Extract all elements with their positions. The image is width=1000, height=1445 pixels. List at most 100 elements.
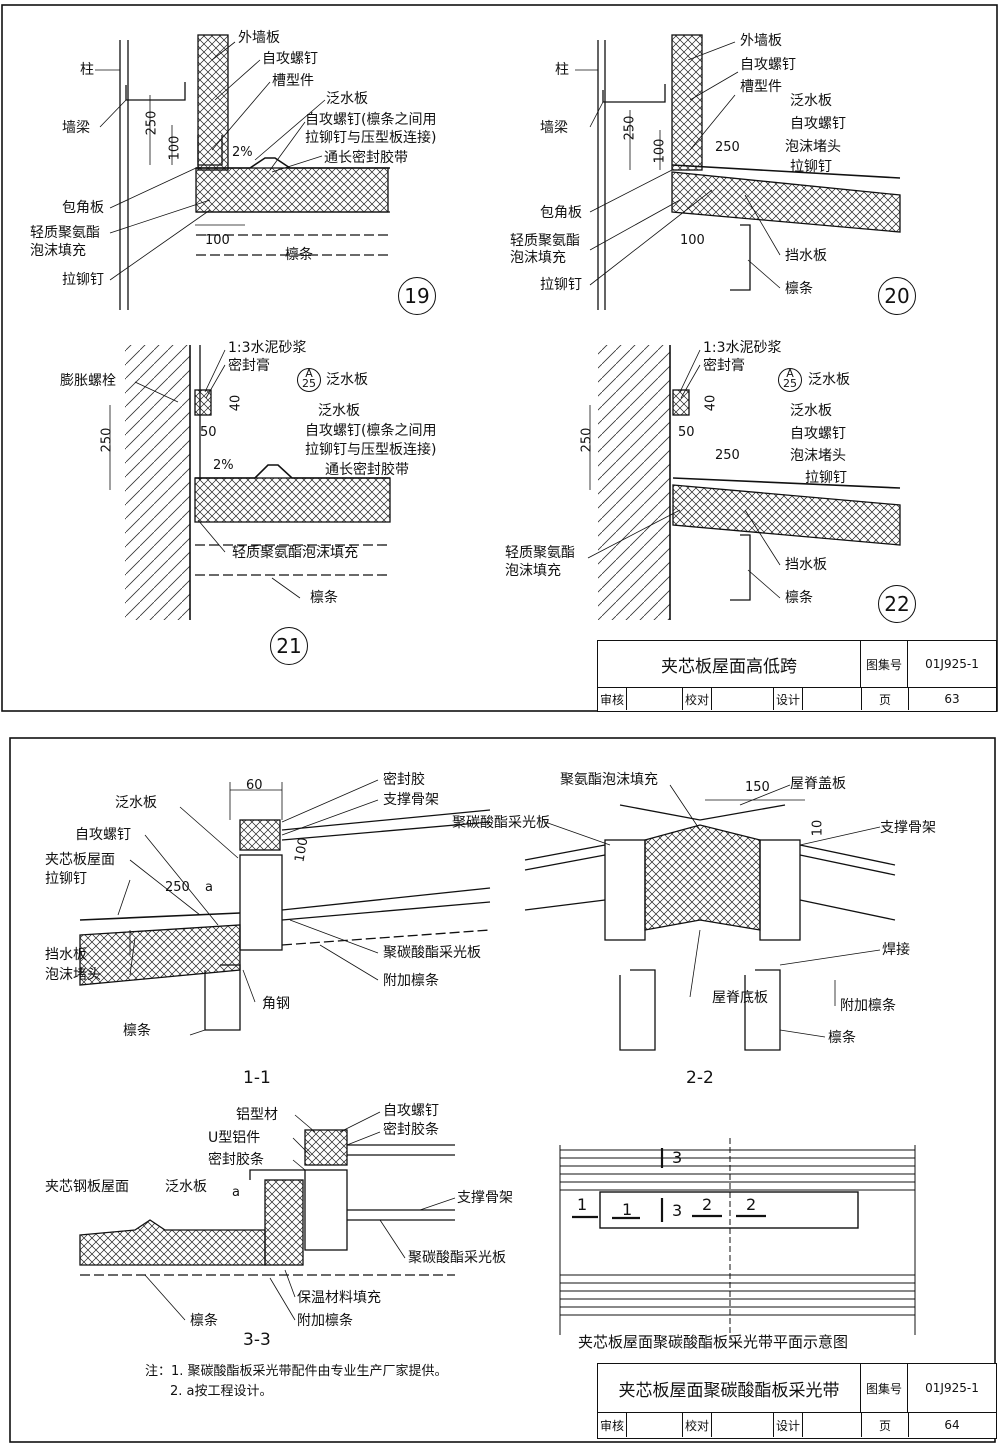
dim-60-11: 60	[246, 778, 263, 793]
dim-100b: 100	[205, 233, 230, 248]
ref-n-22: 25	[783, 377, 797, 390]
label-flashing-11: 泛水板	[115, 795, 157, 811]
detail-19	[119, 34, 390, 310]
dim-40-21: 40	[228, 394, 244, 412]
label-screw-22: 自攻螺钉	[790, 426, 846, 442]
note-2: 2. a按工程设计。	[170, 1384, 273, 1399]
label-rivet-20: 拉铆钉	[540, 277, 582, 293]
label-purlin: 檩条	[285, 247, 313, 263]
label-purlin-33: 檩条	[190, 1313, 218, 1329]
label-pc-33: 聚碳酸酯采光板	[408, 1250, 506, 1266]
title-block-63: 夹芯板屋面高低跨 图集号 01J925-1 审核 校对 设计 页 63	[597, 640, 997, 712]
atlas-number: 01J925-1	[908, 641, 996, 688]
page-number: 63	[944, 692, 960, 706]
section-label-2-2: 2-2	[686, 1068, 714, 1088]
label-beam: 墙梁	[62, 120, 90, 136]
label-column-20: 柱	[555, 62, 569, 78]
sheet2-drawing	[9, 737, 996, 1443]
label-purlin-11: 檩条	[123, 1023, 151, 1039]
sheet-page-64: 密封胶 支撑骨架 泛水板 自攻螺钉 夹芯板屋面 拉铆钉 聚碳酸酯采光板 附加檩条…	[0, 730, 1000, 1445]
section-label-3-3: 3-3	[243, 1330, 271, 1350]
label-column: 柱	[80, 62, 94, 78]
plan-diagram	[559, 1138, 916, 1340]
section-2-2	[524, 799, 896, 1051]
dim-100b-20: 100	[680, 233, 705, 248]
label-sealant-21: 通长密封胶带	[325, 462, 409, 478]
label-rivet: 拉铆钉	[62, 272, 104, 288]
label-support-22: 支撑骨架	[880, 820, 936, 836]
label-rivet-22: 拉铆钉	[805, 470, 847, 486]
label-channel: 槽型件	[272, 73, 314, 89]
detail-number-22: 22	[878, 585, 916, 623]
label-flashing-33: 泛水板	[165, 1179, 207, 1195]
label-sealant-11: 密封胶	[383, 772, 425, 788]
plan-caption: 夹芯板屋面聚碳酸酯板采光带平面示意图	[578, 1333, 849, 1351]
label-wall-board: 外墙板	[238, 30, 280, 46]
detail-20	[597, 34, 901, 310]
label-flashing2-21: 泛水板	[318, 403, 360, 419]
sheet1-drawing	[1, 4, 998, 712]
dim-250-22: 250	[579, 427, 595, 453]
label-screw-note-21: 自攻螺钉(檩条之间用	[305, 423, 437, 439]
dim-250b-20: 250	[715, 140, 740, 155]
label-screw-note2-21: 拉铆钉与压型板连接)	[305, 442, 437, 458]
label-insul-33: 保温材料填充	[297, 1290, 381, 1306]
label-seal-strip2-33: 密封胶条	[383, 1122, 439, 1138]
label-screw-20: 自攻螺钉	[740, 57, 796, 73]
plan-mark-3a: 3	[672, 1148, 683, 1167]
detail-number-21: 21	[270, 627, 308, 665]
dim-a-11: a	[205, 880, 213, 895]
dim-250-21: 250	[99, 427, 115, 453]
dim-100-20: 100	[652, 138, 668, 164]
label-add-purlin-11: 附加檩条	[383, 973, 439, 989]
label-screw-note2: 拉铆钉与压型板连接)	[305, 130, 437, 146]
label-plug-22: 泡沫堵头	[790, 448, 846, 464]
design-label-64: 设计	[773, 1413, 803, 1437]
label-ridge-base-22: 屋脊底板	[712, 990, 768, 1006]
label-angle-11: 角钢	[262, 996, 290, 1012]
dim-250b-22: 250	[715, 448, 740, 463]
label-support-11: 支撑骨架	[383, 792, 439, 808]
label-add-purlin-22: 附加檩条	[840, 998, 896, 1014]
label-mortar-21: 1:3水泥砂浆	[228, 340, 307, 356]
sheet-page-63: 柱 外墙板 自攻螺钉 槽型件 泛水板 自攻螺钉(檩条之间用 拉铆钉与压型板连接)…	[0, 0, 1000, 715]
label-foam-21: 轻质聚氨酯泡沫填充	[232, 545, 358, 561]
label-foam1-20: 轻质聚氨酯	[510, 233, 580, 249]
dim-250-11: 250	[165, 880, 190, 895]
ref-a-22: A	[786, 367, 794, 380]
atlas-label: 图集号	[861, 641, 908, 688]
label-plug-20: 泡沫堵头	[785, 139, 841, 155]
title-block-title-64: 夹芯板屋面聚碳酸酯板采光带	[598, 1364, 861, 1413]
section-1-1	[79, 782, 491, 1031]
page-label: 页	[861, 688, 909, 710]
label-corner-20: 包角板	[540, 205, 582, 221]
label-screw2-20: 自攻螺钉	[790, 116, 846, 132]
label-seal-22: 密封膏	[703, 358, 745, 374]
label-roof-33: 夹芯钢板屋面	[45, 1179, 129, 1195]
plan-mark-1a: 1	[577, 1195, 588, 1214]
detail-22	[589, 345, 901, 620]
label-rivet2-20: 拉铆钉	[790, 159, 832, 175]
dim-50-22: 50	[678, 425, 695, 440]
label-pu-fill-22: 聚氨酯泡沫填充	[560, 772, 658, 788]
detail-number-19: 19	[398, 277, 436, 315]
dim-40-22: 40	[703, 394, 719, 412]
dim-250-20: 250	[622, 115, 638, 141]
label-support-33: 支撑骨架	[457, 1190, 513, 1206]
atlas-number-64: 01J925-1	[908, 1364, 996, 1413]
label-baffle-20: 挡水板	[785, 248, 827, 264]
label-sealant: 通长密封胶带	[324, 150, 408, 166]
dim-10-22: 10	[810, 819, 826, 837]
title-block-title: 夹芯板屋面高低跨	[598, 641, 861, 688]
atlas-label-64: 图集号	[861, 1364, 908, 1413]
label-seal-strip-33: 密封胶条	[208, 1152, 264, 1168]
plan-mark-1b: 1	[622, 1200, 633, 1219]
label-pc-22: 聚碳酸酯采光板	[452, 815, 550, 831]
label-foam2: 泡沫填充	[30, 243, 86, 259]
label-purlin-22s: 檩条	[828, 1030, 856, 1046]
label-wall-board-20: 外墙板	[740, 33, 782, 49]
plan-mark-2b: 2	[746, 1195, 757, 1214]
section-label-1-1: 1-1	[243, 1068, 271, 1088]
